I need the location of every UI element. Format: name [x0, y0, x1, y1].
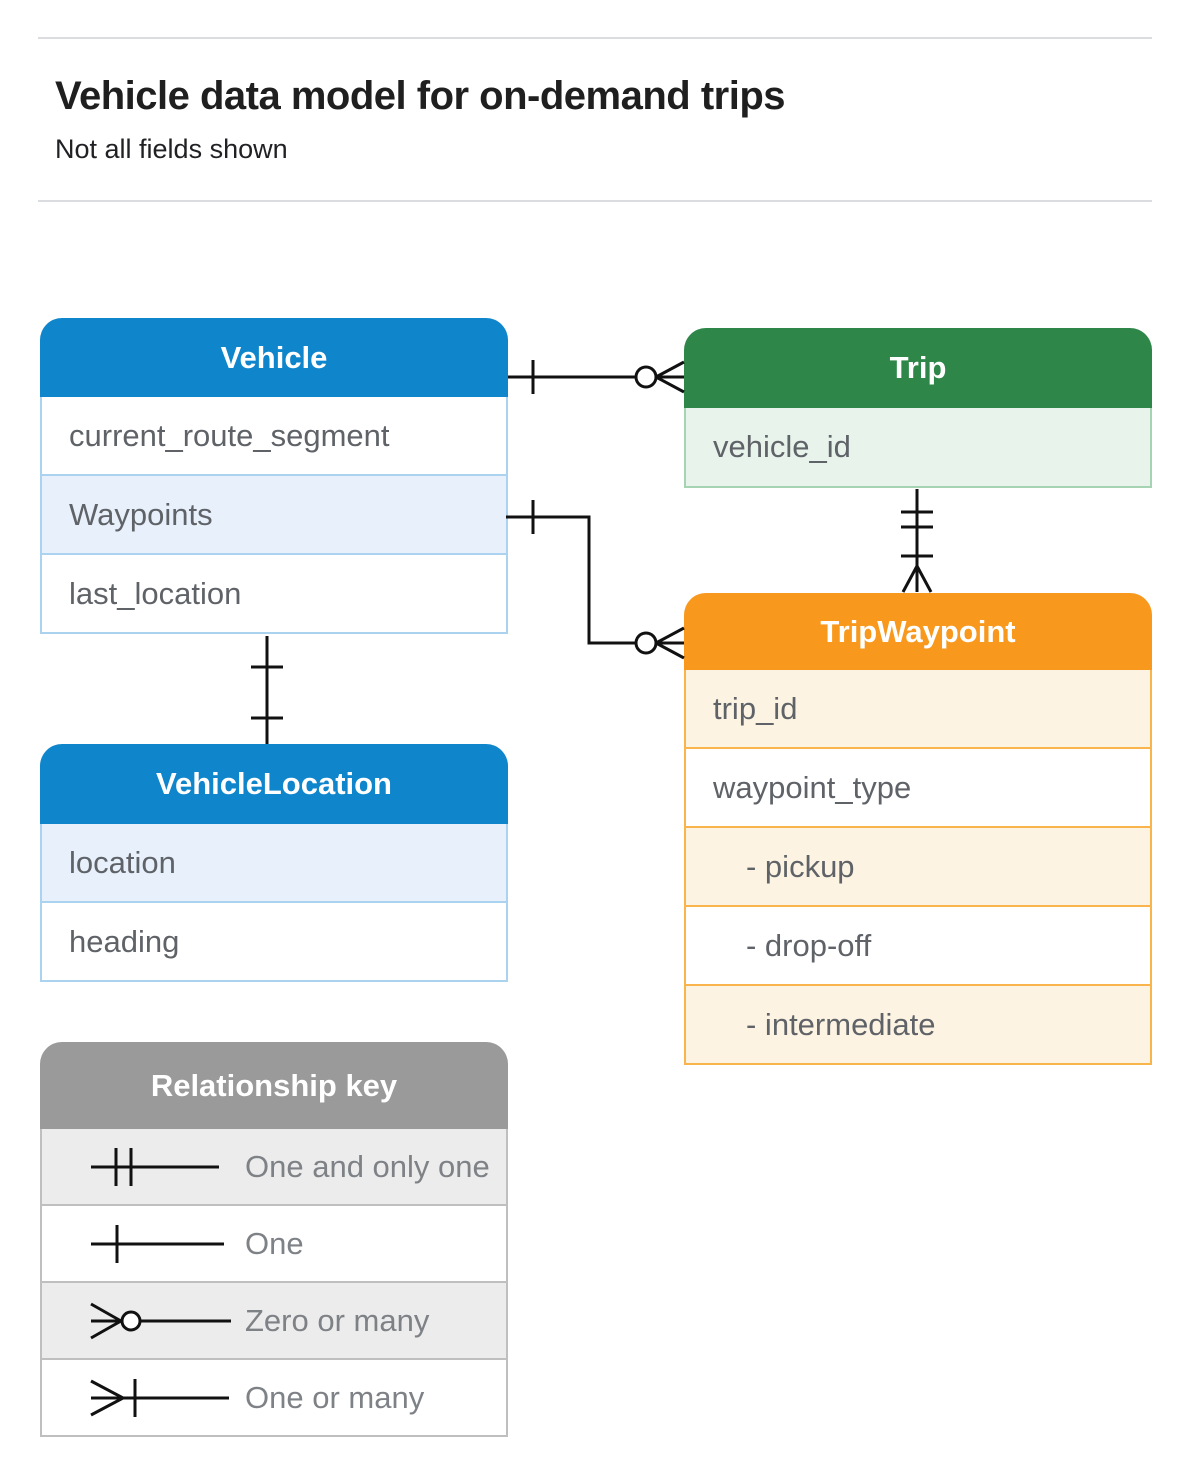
trip-waypoint-field-trip-id: trip_id: [686, 670, 1150, 749]
key-label: One or many: [245, 1379, 425, 1415]
vehicle-location-field-heading: heading: [42, 903, 506, 980]
key-item-one-and-only-one: One and only one: [42, 1129, 506, 1206]
connector-line: [506, 515, 636, 645]
relationship-key-title: Relationship key: [40, 1042, 508, 1129]
entity-vehicle-title: Vehicle: [40, 318, 508, 397]
key-item-zero-or-many: Zero or many: [42, 1283, 506, 1360]
header-divider: [38, 200, 1152, 202]
crow-foot-icon: [655, 626, 685, 660]
zero-circle-icon: [634, 631, 658, 655]
entity-trip-waypoint-fields: trip_id waypoint_type - pickup - drop-of…: [684, 670, 1152, 1065]
page-title: Vehicle data model for on-demand trips: [55, 74, 786, 118]
entity-trip-title: Trip: [684, 328, 1152, 408]
vehicle-field-waypoints: Waypoints: [42, 476, 506, 555]
crow-foot-icon: [655, 360, 685, 394]
one-icon: [91, 1224, 224, 1263]
one-and-only-one-ticks-icon: [901, 510, 933, 529]
entity-trip-fields: vehicle_id: [684, 408, 1152, 488]
entity-vehicle-location-fields: location heading: [40, 824, 508, 982]
key-label: One and only one: [245, 1148, 490, 1184]
key-item-one-or-many: One or many: [42, 1360, 506, 1435]
key-item-one: One: [42, 1206, 506, 1283]
vehicle-vehiclelocation-connector: [251, 636, 283, 744]
key-label: One: [245, 1225, 304, 1261]
one-or-many-icon: [90, 1378, 229, 1417]
entity-vehicle: Vehicle current_route_segment Waypoints …: [40, 318, 508, 634]
trip-tripwaypoint-connector: [901, 489, 933, 593]
vehicle-field-current-route-segment: current_route_segment: [42, 397, 506, 476]
entity-trip-waypoint-title: TripWaypoint: [684, 593, 1152, 670]
zero-or-many-icon: [90, 1302, 231, 1339]
relationship-key: Relationship key One and only one One: [40, 1042, 508, 1437]
entity-vehicle-location-title: VehicleLocation: [40, 744, 508, 824]
trip-waypoint-value-drop-off: - drop-off: [686, 907, 1150, 986]
waypoints-tripwaypoint-connector: [506, 500, 685, 660]
trip-waypoint-field-waypoint-type: waypoint_type: [686, 749, 1150, 828]
entity-vehicle-location: VehicleLocation location heading: [40, 744, 508, 982]
vehicle-field-last-location: last_location: [42, 555, 506, 632]
key-label: Zero or many: [245, 1302, 430, 1338]
top-divider: [38, 37, 1152, 39]
page-subtitle: Not all fields shown: [55, 134, 288, 164]
entity-vehicle-fields: current_route_segment Waypoints last_loc…: [40, 397, 508, 634]
entity-trip-waypoint: TripWaypoint trip_id waypoint_type - pic…: [684, 593, 1152, 1065]
vehicle-location-field-location: location: [42, 824, 506, 903]
crow-foot-icon: [901, 565, 933, 593]
trip-field-vehicle-id: vehicle_id: [686, 408, 1150, 486]
one-and-only-one-icon: [91, 1147, 219, 1186]
entity-trip: Trip vehicle_id: [684, 328, 1152, 488]
zero-circle-icon: [634, 365, 658, 389]
trip-waypoint-value-pickup: - pickup: [686, 828, 1150, 907]
trip-waypoint-value-intermediate: - intermediate: [686, 986, 1150, 1063]
vehicle-trip-connector: [508, 360, 685, 394]
relationship-key-items: One and only one One Zero or many On: [40, 1129, 508, 1437]
